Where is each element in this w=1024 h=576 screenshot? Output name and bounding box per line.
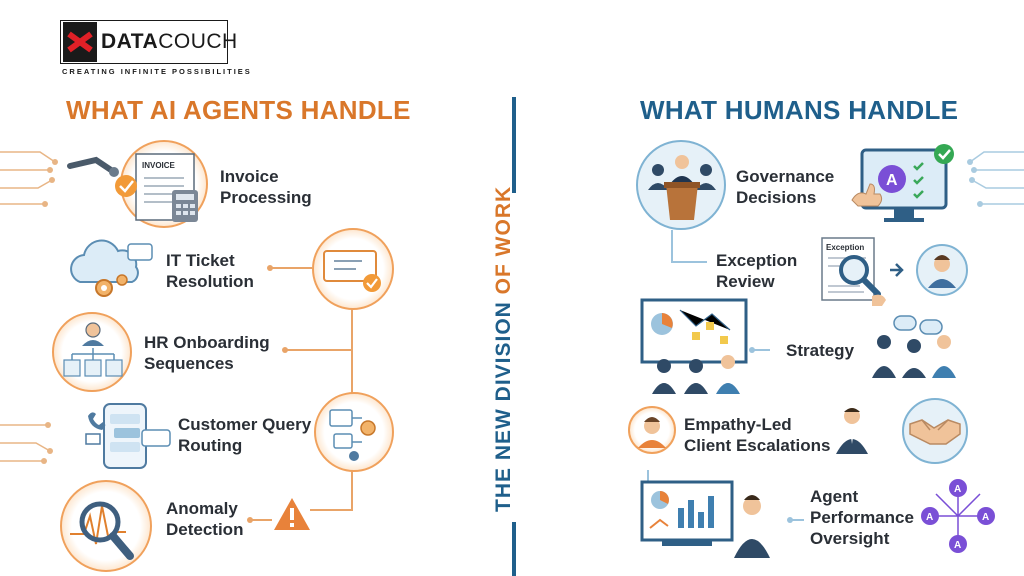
human-item-strategy: Strategy: [786, 341, 855, 360]
human-item-agent-oversight: Agent Performance Oversight: [810, 487, 914, 548]
svg-text:A: A: [954, 540, 961, 551]
human-item-empathy-escalations: Empathy-Led Client Escalations: [684, 415, 831, 455]
ai-item-hr-onboarding: HR Onboarding Sequences: [144, 333, 270, 373]
svg-text:A: A: [954, 484, 961, 495]
logo: DATACOUCH: [60, 20, 237, 64]
logo-tagline: CREATING INFINITE POSSIBILITIES: [62, 67, 252, 76]
ai-item-customer-query-routing: Customer Query Routing: [178, 415, 312, 455]
phone-chat-icon: [85, 403, 171, 469]
warning-triangle-icon: [274, 498, 310, 530]
human-item-governance-decisions: Governance Decisions: [736, 167, 835, 207]
human-heading: WHAT HUMANS HANDLE: [640, 95, 959, 125]
podium-icon: [648, 155, 716, 220]
org-chart-icon: [63, 322, 123, 377]
center-divider-top: [512, 97, 516, 193]
ticket-check-icon: [323, 250, 381, 292]
ai-connector-lines: [247, 265, 353, 523]
center-divider-bottom: [512, 522, 516, 576]
manager-icon: [836, 408, 868, 454]
ai-heading: WHAT AI AGENTS HANDLE: [66, 95, 411, 125]
dashboard-analyst-icon: [640, 480, 770, 558]
svg-text:Exception: Exception: [826, 243, 864, 252]
svg-text:A: A: [886, 172, 898, 189]
agent-network-icon: A A A A: [921, 479, 995, 553]
ai-item-anomaly-detection: Anomaly Detection: [166, 499, 244, 539]
logo-mark-icon: [63, 22, 97, 62]
circuit-left-bottom-icon: [0, 422, 53, 464]
reviewer-avatar-icon: [928, 255, 956, 288]
ai-item-it-ticket-resolution: IT Ticket Resolution: [166, 251, 254, 291]
svg-text:INVOICE: INVOICE: [142, 161, 176, 170]
document-magnifier-icon: Exception: [821, 237, 904, 306]
handshake-icon: [909, 419, 961, 445]
human-connector-lines: [647, 230, 804, 523]
logo-wordmark: DATACOUCH: [101, 30, 238, 53]
ai-item-invoice-processing: Invoice Processing: [220, 167, 312, 207]
routing-flow-icon: [329, 409, 376, 461]
svg-text:A: A: [926, 512, 933, 523]
cloud-gears-icon: [70, 239, 153, 297]
invoice-robot-icon: INVOICE: [67, 153, 198, 222]
monitor-approval-icon: A: [851, 144, 954, 222]
human-item-exception-review: Exception Review: [716, 251, 798, 291]
circuit-left-top-icon: [0, 151, 58, 207]
whiteboard-team-icon: [640, 298, 748, 394]
meeting-people-icon: [872, 315, 956, 378]
svg-text:A: A: [982, 512, 989, 523]
circuit-right-top-icon: [967, 151, 1024, 207]
customer-icon: [638, 417, 666, 448]
magnifier-graph-icon: [70, 501, 134, 560]
